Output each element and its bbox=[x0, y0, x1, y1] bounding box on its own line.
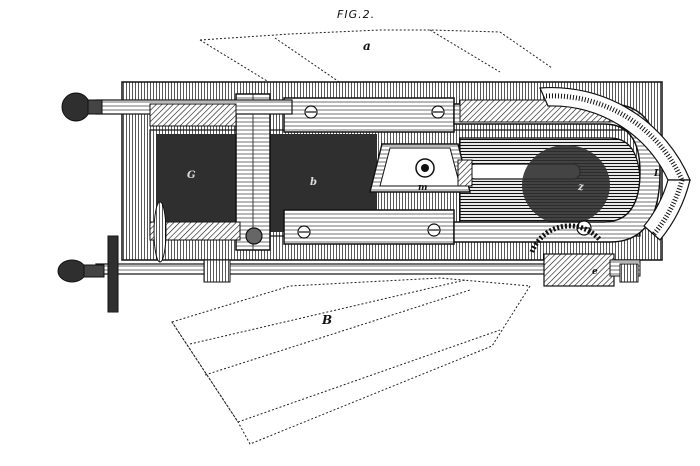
screw-heads bbox=[245, 105, 592, 245]
label-a: a bbox=[363, 39, 371, 53]
label-G: G bbox=[187, 170, 196, 181]
figure-caption: FIG.2. bbox=[337, 8, 375, 21]
lower-screw bbox=[149, 221, 241, 241]
label-m: m bbox=[418, 183, 428, 193]
upper-dashed-plane bbox=[199, 29, 553, 87]
label-z: z bbox=[577, 182, 584, 193]
label-B: B bbox=[321, 313, 332, 327]
slot-recess bbox=[522, 145, 610, 225]
support-feet bbox=[203, 259, 639, 283]
label-e: e bbox=[592, 267, 598, 277]
side-disc bbox=[153, 201, 167, 263]
lower-shaft bbox=[95, 263, 557, 275]
top-knob[interactable] bbox=[61, 92, 103, 122]
label-L: L bbox=[653, 169, 660, 179]
lower-knob[interactable] bbox=[57, 259, 105, 283]
bottom-rail bbox=[283, 209, 455, 245]
graduated-dial bbox=[539, 86, 691, 241]
bed-G bbox=[156, 134, 246, 232]
clamp-block-m bbox=[369, 143, 473, 193]
hand-wheel[interactable] bbox=[107, 235, 119, 313]
label-b: b bbox=[310, 177, 317, 188]
lower-dashed-plane bbox=[171, 277, 531, 445]
